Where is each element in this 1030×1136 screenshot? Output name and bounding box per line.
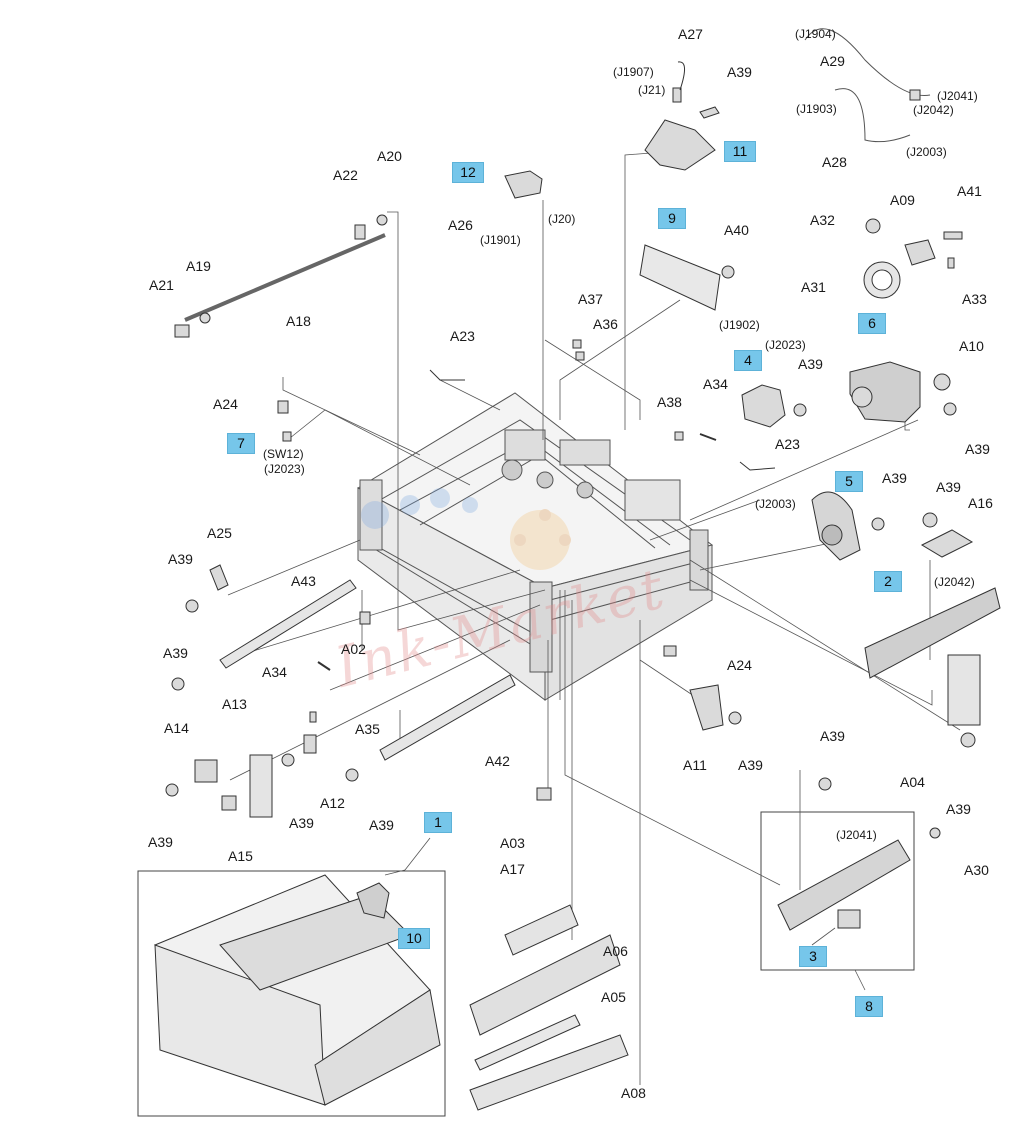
- leader-lines: [227, 149, 961, 1085]
- part-label-a08: A08: [621, 1085, 646, 1101]
- part-label-a39-13: A39: [148, 834, 173, 850]
- connector-j1902: (J1902): [719, 318, 760, 332]
- part-label-a10: A10: [959, 338, 984, 354]
- chassis-frame: [356, 392, 714, 701]
- part-label-a39-12: A39: [369, 817, 394, 833]
- connector-j1904: (J1904): [795, 27, 836, 41]
- tray-frame-box: [137, 870, 446, 1117]
- pickup-frame-box: [760, 811, 915, 971]
- connector-j2041-bottom: (J2041): [836, 828, 877, 842]
- callout-4: 4: [734, 350, 762, 371]
- callout-8: 8: [855, 996, 883, 1017]
- part-label-a09: A09: [890, 192, 915, 208]
- part-label-a19: A19: [186, 258, 211, 274]
- part-label-a04: A04: [900, 774, 925, 790]
- part-label-a23-top: A23: [450, 328, 475, 344]
- part-label-a28: A28: [822, 154, 847, 170]
- part-label-a20: A20: [377, 148, 402, 164]
- connector-j1907: (J1907): [613, 65, 654, 79]
- part-label-a25: A25: [207, 525, 232, 541]
- part-label-a13: A13: [222, 696, 247, 712]
- callout-2: 2: [874, 571, 902, 592]
- part-label-a35: A35: [355, 721, 380, 737]
- part-label-a33: A33: [962, 291, 987, 307]
- callout-3: 3: [799, 946, 827, 967]
- connector-j20: (J20): [548, 212, 576, 226]
- part-label-a12: A12: [320, 795, 345, 811]
- part-label-a39-7: A39: [163, 645, 188, 661]
- part-label-a06: A06: [603, 943, 628, 959]
- part-label-a39-2: A39: [798, 356, 823, 372]
- part-label-a23-mid: A23: [775, 436, 800, 452]
- part-label-a16: A16: [968, 495, 993, 511]
- connector-j1901: (J1901): [480, 233, 521, 247]
- part-label-a05: A05: [601, 989, 626, 1005]
- part-label-a39-3: A39: [965, 441, 990, 457]
- callout-9: 9: [658, 208, 686, 229]
- part-label-a41: A41: [957, 183, 982, 199]
- callout-6: 6: [858, 313, 886, 334]
- callout-10: 10: [398, 928, 430, 949]
- part-label-a29: A29: [820, 53, 845, 69]
- watermark-logo: [361, 488, 571, 570]
- part-label-a39-1: A39: [727, 64, 752, 80]
- part-label-a42: A42: [485, 753, 510, 769]
- part-shapes: [153, 28, 1001, 1111]
- connector-j2042-right: (J2042): [934, 575, 975, 589]
- connector-j2003-top: (J2003): [906, 145, 947, 159]
- part-label-a39-4: A39: [882, 470, 907, 486]
- part-label-a31: A31: [801, 279, 826, 295]
- part-label-a02: A02: [341, 641, 366, 657]
- part-label-a39-8: A39: [820, 728, 845, 744]
- connector-j2023-top: (J2023): [765, 338, 806, 352]
- part-label-a34-top: A34: [703, 376, 728, 392]
- callout-5: 5: [835, 471, 863, 492]
- part-label-a39-5: A39: [936, 479, 961, 495]
- connector-j2042-top: (J2042): [913, 103, 954, 117]
- part-label-a30: A30: [964, 862, 989, 878]
- connector-j2041-top: (J2041): [937, 89, 978, 103]
- callout-7: 7: [227, 433, 255, 454]
- connector-j2003-mid: (J2003): [755, 497, 796, 511]
- connector-j2023-left: (J2023): [264, 462, 305, 476]
- callout-1: 1: [424, 812, 452, 833]
- part-label-a17: A17: [500, 861, 525, 877]
- part-label-a26: A26: [448, 217, 473, 233]
- part-label-a40: A40: [724, 222, 749, 238]
- part-label-a27: A27: [678, 26, 703, 42]
- part-label-a43: A43: [291, 573, 316, 589]
- part-label-a37: A37: [578, 291, 603, 307]
- part-label-a39-9: A39: [738, 757, 763, 773]
- callout-11: 11: [724, 141, 756, 162]
- connector-j21: (J21): [638, 83, 666, 97]
- part-label-a18: A18: [286, 313, 311, 329]
- shaft-a18: [184, 233, 386, 322]
- part-label-a14: A14: [164, 720, 189, 736]
- part-label-a24-left: A24: [213, 396, 238, 412]
- part-label-a24-right: A24: [727, 657, 752, 673]
- part-label-a22: A22: [333, 167, 358, 183]
- part-label-a36: A36: [593, 316, 618, 332]
- part-label-a34-bottom: A34: [262, 664, 287, 680]
- callout-12: 12: [452, 162, 484, 183]
- connector-sw12: (SW12): [263, 447, 304, 461]
- part-label-a21: A21: [149, 277, 174, 293]
- part-label-a15: A15: [228, 848, 253, 864]
- part-label-a39-10: A39: [946, 801, 971, 817]
- part-label-a11: A11: [683, 757, 707, 773]
- part-label-a39-6: A39: [168, 551, 193, 567]
- connector-j1903: (J1903): [796, 102, 837, 116]
- part-label-a03: A03: [500, 835, 525, 851]
- part-label-a39-11: A39: [289, 815, 314, 831]
- part-label-a38: A38: [657, 394, 682, 410]
- part-label-a32: A32: [810, 212, 835, 228]
